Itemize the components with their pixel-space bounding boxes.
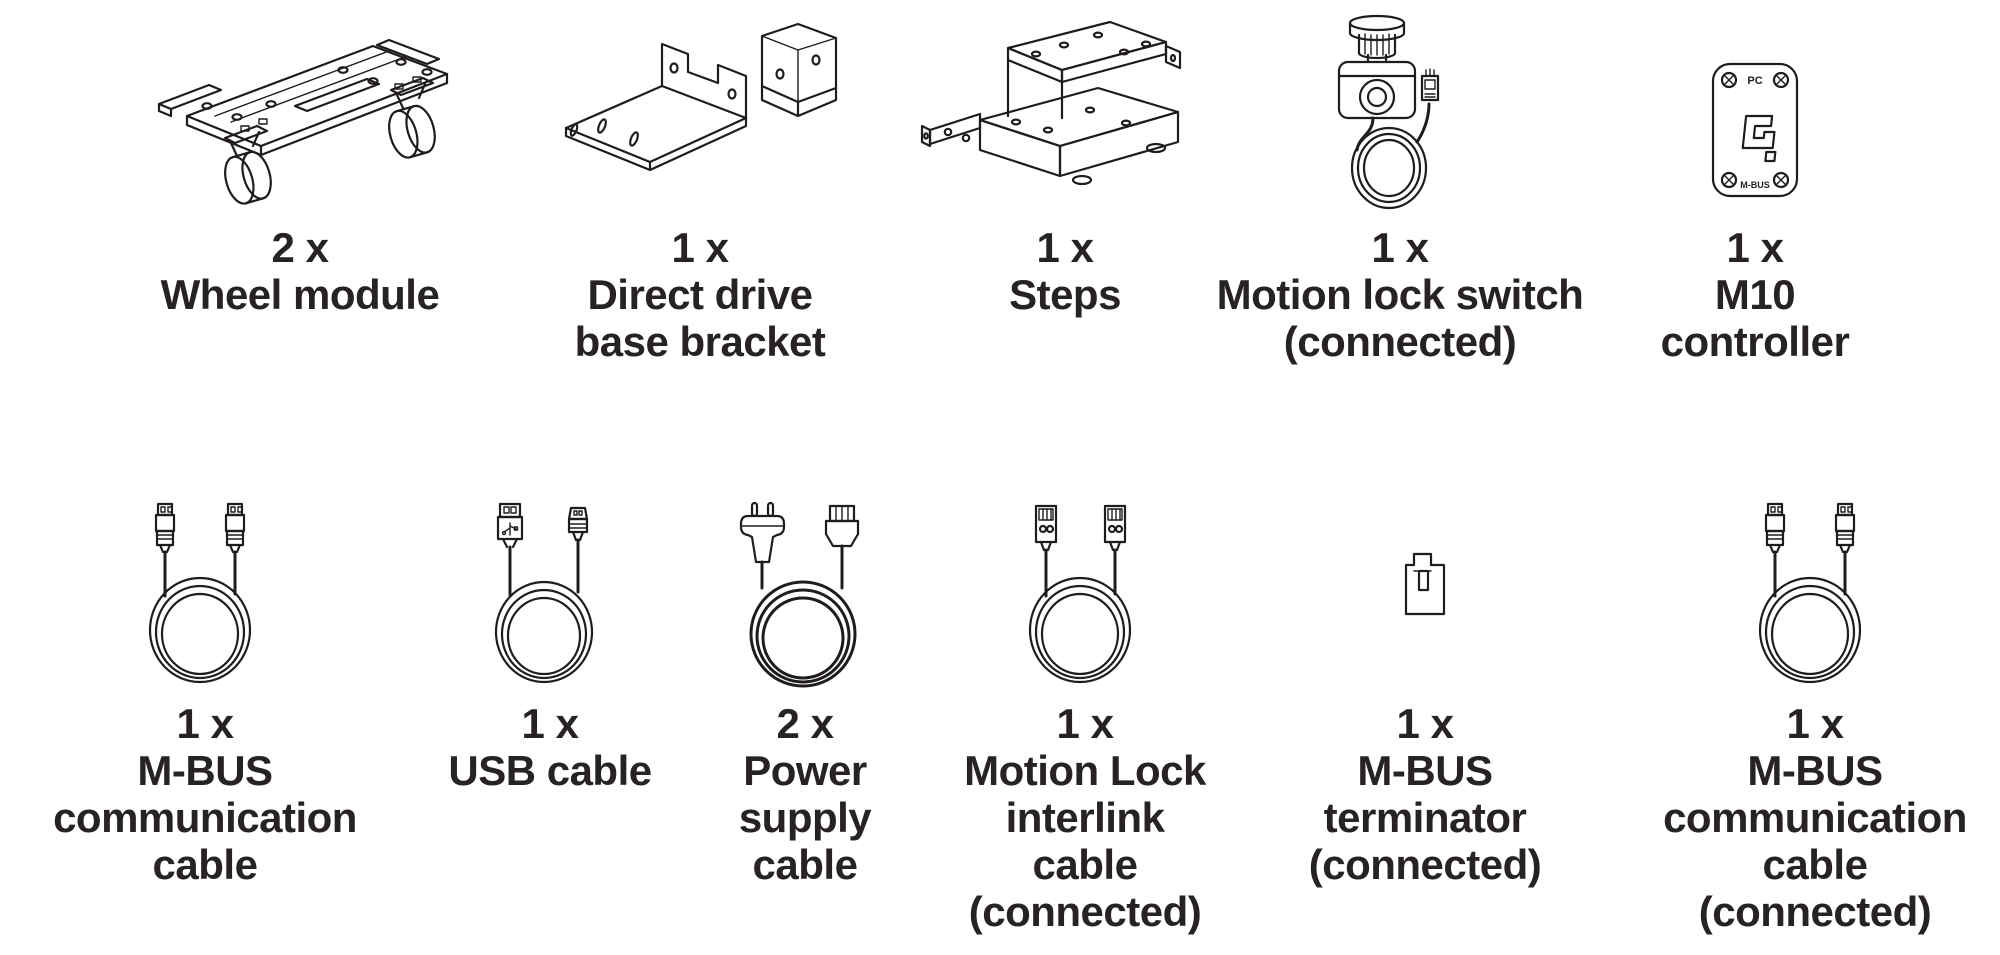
part-item-steps: 1 x Steps — [905, 8, 1225, 318]
part-label: 1 x M10 controller — [1610, 224, 1900, 365]
part-label: 1 x Steps — [905, 224, 1225, 318]
mbus-terminator-drawing — [1280, 494, 1570, 694]
part-label: 1 x USB cable — [395, 700, 705, 794]
part-item-wheel-module: 2 x Wheel module — [105, 8, 495, 318]
part-name: Motion lock switch (connected) — [1216, 271, 1584, 365]
part-name: M10 controller — [1660, 271, 1850, 365]
usb-cable-drawing — [395, 494, 705, 694]
part-label: 1 x M-BUS terminator (connected) — [1280, 700, 1570, 888]
part-name: M-BUS terminator (connected) — [1308, 747, 1542, 888]
part-count: 1 x — [1056, 700, 1114, 747]
mbus-cable-drawing — [25, 494, 385, 694]
part-label: 1 x M-BUS communication cable (connected… — [1635, 700, 1995, 935]
part-item-usb-cable: 1 x USB cable — [395, 494, 705, 794]
part-label: 1 x Motion lock switch (connected) — [1175, 224, 1625, 365]
part-count: 2 x — [776, 700, 834, 747]
part-count: 1 x — [1371, 224, 1429, 271]
part-name: M-BUS communication cable — [53, 747, 357, 888]
part-name: USB cable — [448, 747, 652, 794]
part-name: Motion Lock interlink cable (connected) — [964, 747, 1206, 935]
part-item-m10-controller: PC M-BUS 1 x M10 controller — [1610, 8, 1900, 365]
part-count: 1 x — [176, 700, 234, 747]
mbus-cable-drawing — [1635, 494, 1995, 694]
part-name: Wheel module — [160, 271, 440, 318]
part-item-mbus-cable-connected: 1 x M-BUS communication cable (connected… — [1635, 494, 1995, 935]
part-name: Steps — [1009, 271, 1121, 318]
part-label: 2 x Power supply cable — [685, 700, 925, 888]
part-count: 1 x — [1036, 224, 1094, 271]
part-count: 1 x — [1396, 700, 1454, 747]
part-label: 1 x M-BUS communication cable — [25, 700, 385, 888]
part-name: Direct drive base bracket — [574, 271, 826, 365]
part-count: 2 x — [271, 224, 329, 271]
part-item-base-bracket: 1 x Direct drive base bracket — [505, 8, 895, 365]
base-bracket-drawing — [505, 8, 895, 218]
m10-controller-drawing: PC M-BUS — [1610, 8, 1900, 218]
part-item-power-cable: 2 x Power supply cable — [685, 494, 925, 888]
part-name: M-BUS communication cable (connected) — [1663, 747, 1967, 935]
part-name: Power supply cable — [738, 747, 872, 888]
power-cable-drawing — [685, 494, 925, 694]
board-top-label: PC — [1747, 75, 1762, 87]
part-label: 2 x Wheel module — [105, 224, 495, 318]
interlink-cable-drawing — [925, 494, 1245, 694]
part-count: 1 x — [1786, 700, 1844, 747]
motion-lock-switch-drawing — [1175, 8, 1625, 218]
part-item-mbus-terminator: 1 x M-BUS terminator (connected) — [1280, 494, 1570, 888]
part-label: 1 x Motion Lock interlink cable (connect… — [925, 700, 1245, 935]
part-count: 1 x — [1726, 224, 1784, 271]
part-count: 1 x — [521, 700, 579, 747]
part-label: 1 x Direct drive base bracket — [505, 224, 895, 365]
board-bottom-label: M-BUS — [1740, 180, 1770, 190]
part-item-interlink-cable: 1 x Motion Lock interlink cable (connect… — [925, 494, 1245, 935]
wheel-module-drawing — [105, 8, 495, 218]
steps-drawing — [905, 8, 1225, 218]
part-item-motion-lock-switch: 1 x Motion lock switch (connected) — [1175, 8, 1625, 365]
part-count: 1 x — [671, 224, 729, 271]
part-item-mbus-cable: 1 x M-BUS communication cable — [25, 494, 385, 888]
